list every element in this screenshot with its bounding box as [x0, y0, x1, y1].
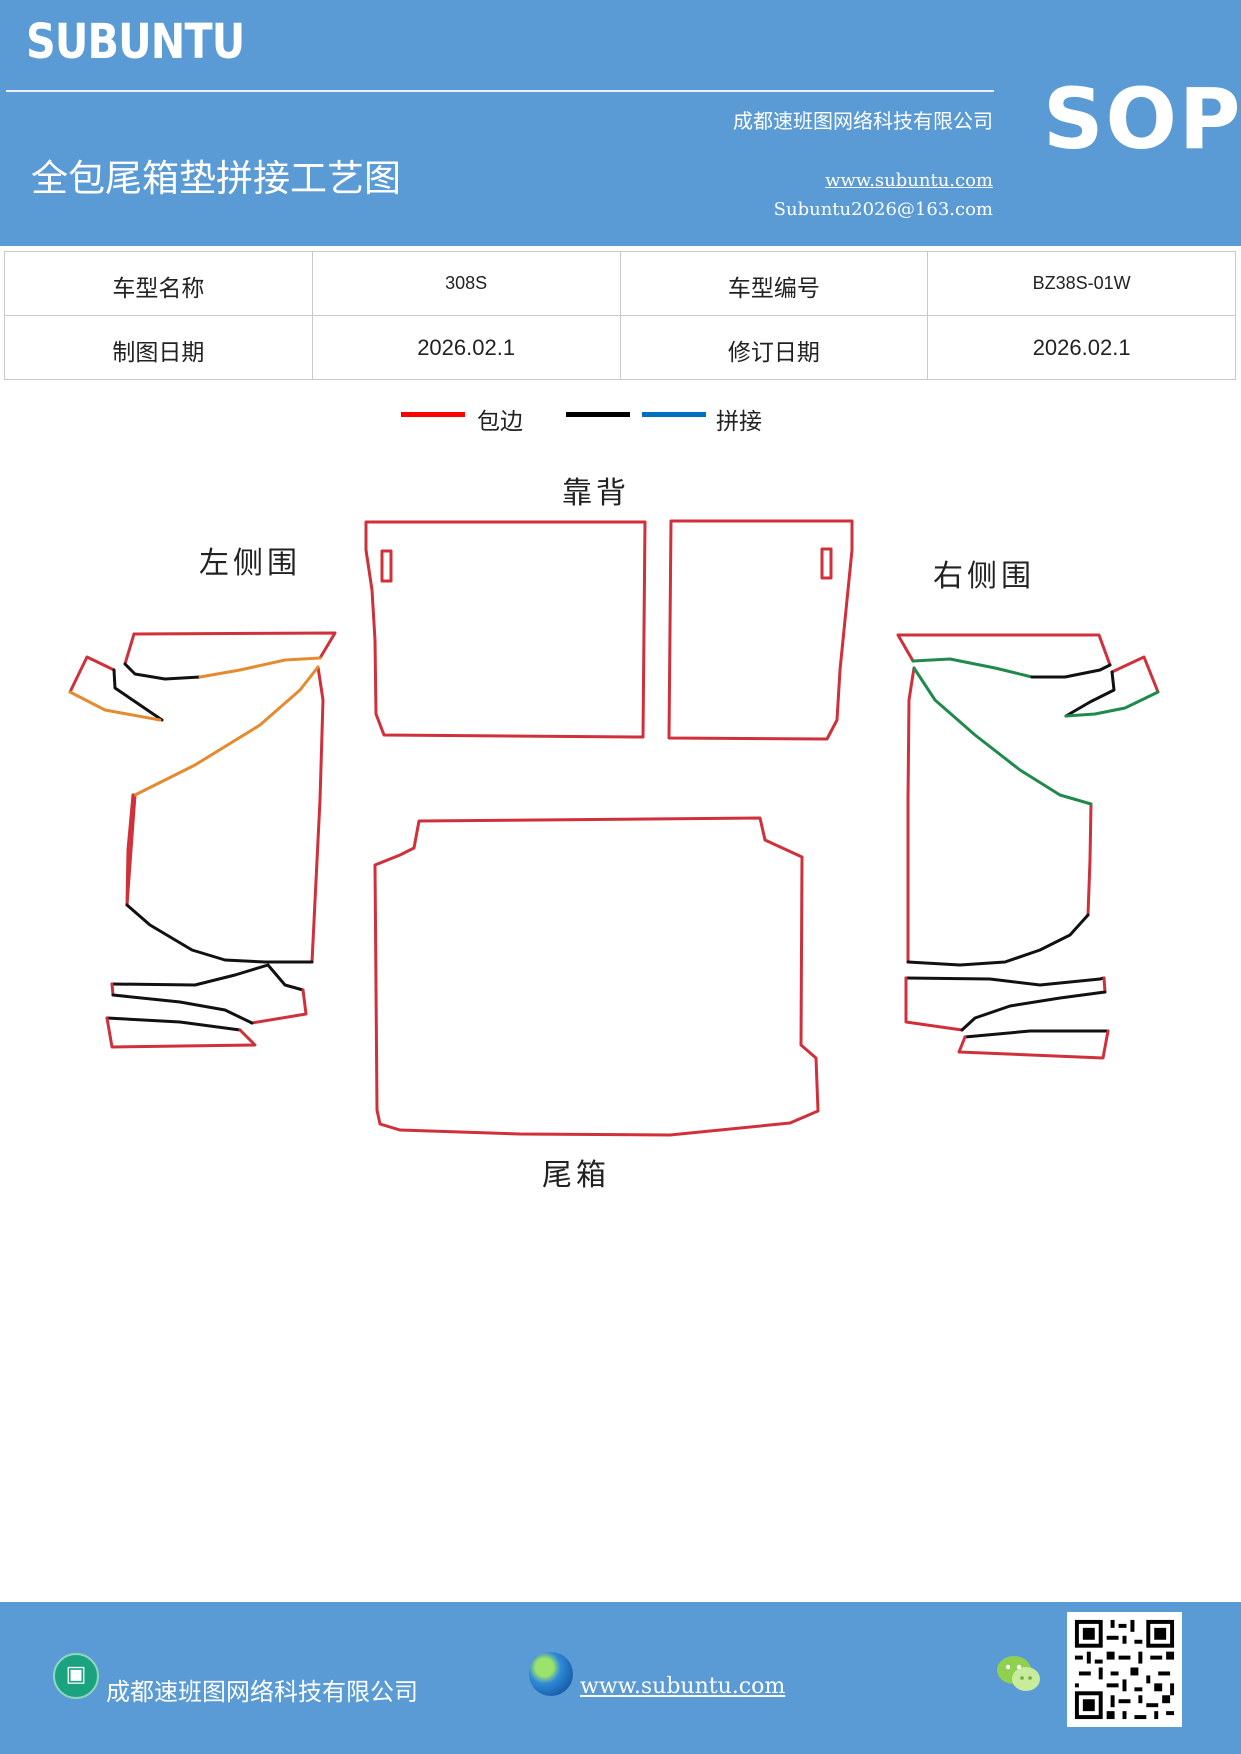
model-name-value: 308S: [311, 251, 621, 316]
building-icon: ▣: [53, 1653, 99, 1699]
info-table: 车型名称 308S 车型编号 BZ38S-01W 制图日期 2026.02.1 …: [4, 251, 1236, 380]
draw-date-label: 制图日期: [4, 315, 313, 380]
globe-icon: [529, 1652, 573, 1696]
revise-date-label: 修订日期: [619, 315, 929, 380]
mat-pattern-diagram: [68, 519, 1160, 1137]
legend: 包边 拼接: [0, 400, 1241, 440]
left-tab-seam-black: [112, 668, 164, 722]
contact-email: Subuntu2026@163.com: [773, 199, 993, 220]
table-row: 制图日期 2026.02.1 修订日期 2026.02.1: [4, 315, 1236, 380]
trunk-floor-panel: [373, 816, 820, 1137]
right-lower-strip-1-edge: [904, 976, 1107, 1032]
website-link[interactable]: www.subuntu.com: [825, 170, 993, 191]
right-main-seam-green: [912, 666, 1093, 806]
footer-website-link[interactable]: www.subuntu.com: [580, 1674, 786, 1699]
footer-banner: ▣ 成都速班图网络科技有限公司 www.subuntu.com: [0, 1602, 1241, 1754]
left-lower-strip-2-seam: [105, 1016, 242, 1032]
revise-date-value: 2026.02.1: [927, 315, 1236, 380]
left-tab-seam-orange: [68, 690, 162, 722]
left-top-edge: [123, 632, 136, 666]
right-main-edge: [906, 666, 1093, 964]
model-name-label: 车型名称: [4, 251, 313, 316]
right-lower-strip-1-seam-2: [960, 990, 1107, 1032]
left-main-seam-orange: [133, 665, 320, 797]
wechat-icon: [997, 1656, 1040, 1691]
left-main-edge: [125, 665, 325, 964]
legend-swatch-blue: [642, 412, 706, 417]
left-lower-strip-2-edge: [105, 1016, 257, 1049]
right-lower-strip-1-seam: [904, 976, 1106, 987]
company-name: 成都速班图网络科技有限公司: [733, 109, 993, 133]
footer-company-name: 成都速班图网络科技有限公司: [106, 1678, 418, 1706]
qr-code[interactable]: [1067, 1612, 1182, 1727]
legend-swatch-black: [566, 412, 630, 417]
left-lower-strip-1-seam: [111, 993, 254, 1025]
left-lower-strip-1-edge: [110, 982, 308, 1025]
right-tab-seam-green: [1064, 690, 1160, 718]
right-main-seam-black: [906, 913, 1090, 967]
legend-swatch-red: [401, 412, 465, 417]
label-backrest: 靠背: [562, 476, 630, 511]
right-tab-edge: [1110, 655, 1160, 694]
right-top-seam-black: [1030, 663, 1112, 679]
right-top-seam-green: [911, 657, 1034, 679]
left-top-seam-black: [123, 662, 202, 681]
document-title: 全包尾箱垫拼接工艺图: [31, 157, 401, 200]
left-lower-strip-1: [110, 963, 305, 992]
right-top-strip: [896, 633, 1112, 667]
brand-logo: SUBUNTU: [26, 14, 245, 70]
legend-label-seam: 拼接: [716, 409, 762, 435]
label-trunk: 尾箱: [542, 1158, 610, 1193]
backrest-right-slot: [820, 547, 833, 580]
right-tab-seam-black: [1064, 670, 1116, 718]
model-code-value: BZ38S-01W: [927, 251, 1236, 316]
header-banner: SUBUNTU 成都速班图网络科技有限公司 全包尾箱垫拼接工艺图 www.sub…: [0, 0, 1241, 246]
draw-date-value: 2026.02.1: [311, 315, 621, 380]
right-lower-strip-2-seam: [963, 1029, 1110, 1039]
label-left-side: 左侧围: [199, 546, 301, 581]
model-code-label: 车型编号: [619, 251, 929, 316]
left-main-seam-black: [125, 903, 314, 964]
backrest-right-panel: [667, 519, 854, 741]
sop-badge: SOP: [1043, 70, 1241, 168]
left-top-strip: [132, 631, 337, 660]
backrest-left-panel: [364, 520, 647, 739]
backrest-left-slot: [380, 549, 393, 583]
legend-label-edge: 包边: [477, 409, 523, 435]
left-tab-edge: [68, 655, 116, 694]
label-right-side: 右侧围: [933, 559, 1035, 594]
right-lower-strip-2-edge: [957, 1029, 1110, 1060]
table-row: 车型名称 308S 车型编号 BZ38S-01W: [4, 251, 1236, 316]
left-top-seam-orange: [198, 656, 322, 679]
header-divider: [6, 90, 994, 92]
left-main-left-edge: [125, 793, 135, 907]
